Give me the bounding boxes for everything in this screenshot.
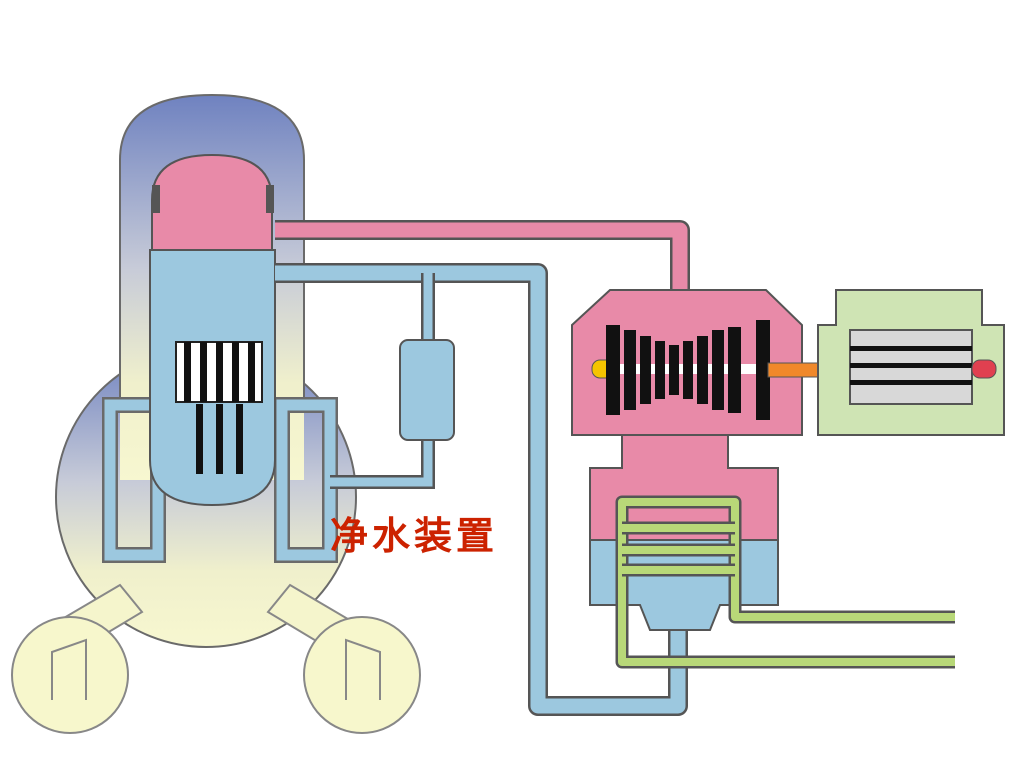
reactor-core — [175, 341, 263, 474]
generator — [817, 289, 1005, 436]
cooling-water-coil — [615, 495, 955, 669]
steam-line — [275, 220, 690, 295]
reactor-vessel — [149, 153, 276, 507]
support-legs — [11, 583, 421, 734]
water-purifier-loop — [330, 273, 455, 489]
water-purifier-tank — [399, 339, 455, 441]
water-purifier-label: 净水装置 — [330, 513, 499, 558]
turbine-rotor — [606, 320, 770, 420]
feedwater-line — [275, 263, 688, 716]
